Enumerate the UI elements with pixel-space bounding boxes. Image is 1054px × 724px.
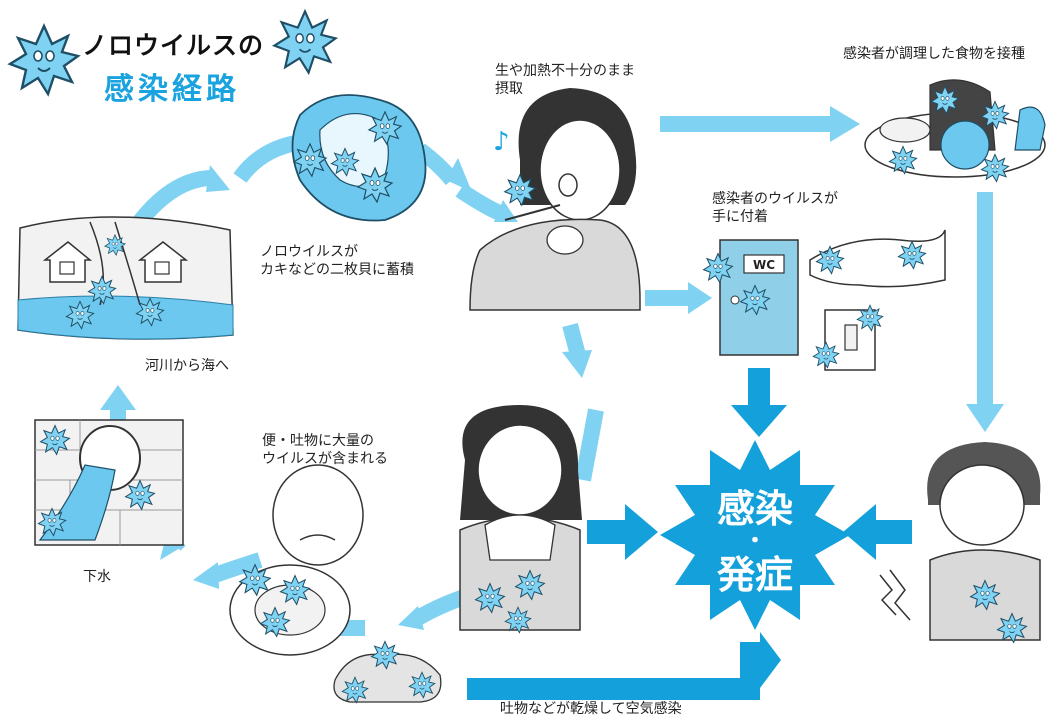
title-virus-left: [8, 24, 80, 96]
arrow-down-to-woman: [575, 408, 604, 482]
label-oyster-2: カキなどの二枚貝に蓄積: [260, 262, 414, 278]
label-hands-1: 感染者のウイルスが: [712, 191, 838, 207]
label-hands-2: 手に付着: [712, 209, 768, 225]
door-sign: WC: [753, 258, 775, 272]
label-airborne: 吐物などが乾燥して空気感染: [500, 701, 682, 717]
sewer-illustration: [34, 419, 184, 546]
title-virus-right: [273, 10, 337, 74]
arrow-eating-down: [562, 322, 586, 358]
river-scene: [17, 216, 234, 340]
handshake-illustration: [809, 229, 946, 288]
oyster-illustration: [291, 94, 427, 222]
label-river: 河川から海へ: [145, 358, 229, 374]
label-eating-1: 生や加熱不十分のまま: [495, 63, 635, 79]
label-sewer: 下水: [83, 569, 111, 585]
arrows-to-center: [467, 368, 912, 700]
arrow-into-oyster: [233, 135, 298, 183]
label-toilet-2: ウイルスが含まれる: [262, 451, 388, 467]
center-dot: ・: [744, 529, 766, 554]
title-line1: ノロウイルスの: [82, 31, 265, 60]
sick-boy: [879, 442, 1041, 643]
label-oyster-1: ノロウイルスが: [260, 244, 358, 260]
center-line2: 発症: [717, 553, 793, 597]
person-eating: ♪: [469, 88, 641, 311]
light-switch-illustration: [812, 304, 884, 371]
infection-onset-label: 感染 ・ 発症: [717, 487, 793, 597]
infection-burst: [660, 440, 850, 630]
vomit-illustration: [333, 640, 442, 704]
arrow-to-mouth: [455, 183, 508, 223]
door-illustration: WC: [703, 239, 799, 356]
food-plate: [864, 79, 1046, 183]
toilet-illustration: [229, 464, 364, 656]
label-food: 感染者が調理した食物を接種: [843, 46, 1025, 62]
title-line2: 感染経路: [104, 72, 240, 107]
cycle-arrowheads: [100, 106, 1004, 630]
sick-woman: [459, 405, 582, 634]
center-line1: 感染: [717, 487, 793, 531]
label-eating-2: 摂取: [495, 81, 523, 97]
svg-text:♪: ♪: [493, 127, 510, 157]
label-toilet-1: 便・吐物に大量の: [262, 433, 374, 449]
